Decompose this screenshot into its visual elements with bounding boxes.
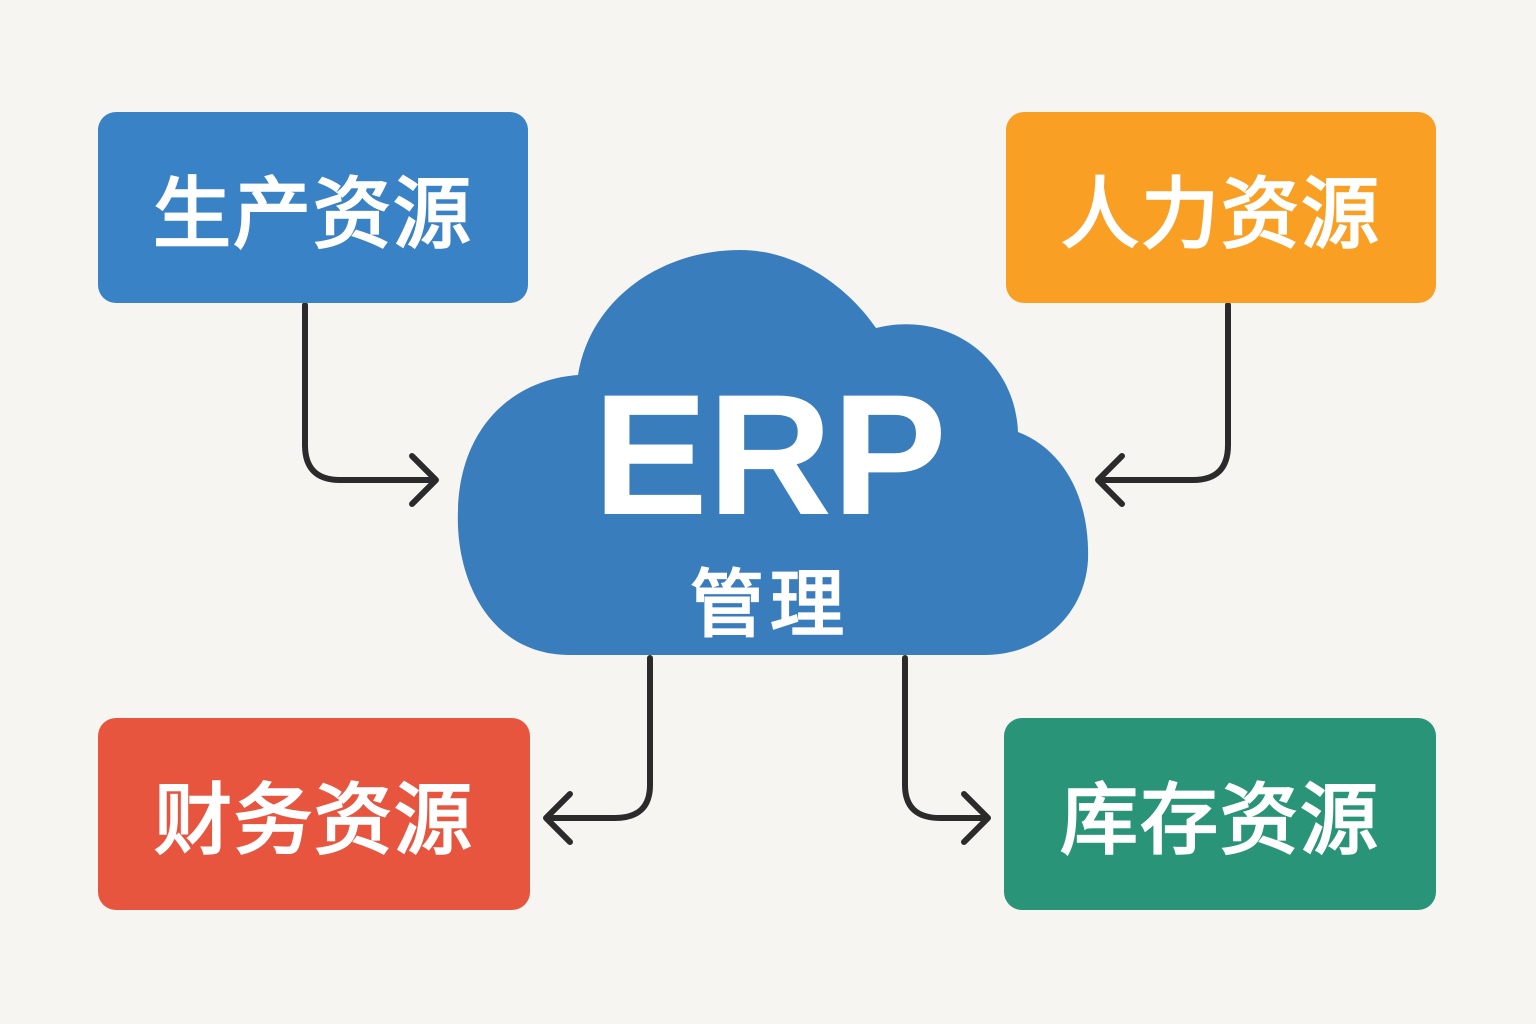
node-production-resources: 生产资源 bbox=[98, 112, 528, 303]
node-label: 生产资源 bbox=[152, 169, 473, 260]
node-label: 库存资源 bbox=[1059, 776, 1380, 866]
arrow-erp-to-finance bbox=[543, 655, 653, 845]
node-label: 财务资源 bbox=[153, 776, 474, 866]
arrow-hr-to-erp bbox=[1095, 302, 1231, 507]
erp-title: ERP bbox=[593, 359, 947, 551]
node-label: 人力资源 bbox=[1060, 169, 1381, 260]
node-human-resources: 人力资源 bbox=[1006, 112, 1436, 303]
erp-subtitle: 管理 bbox=[690, 562, 850, 648]
arrow-erp-to-inventory bbox=[902, 655, 991, 845]
erp-cloud bbox=[457, 250, 1089, 655]
node-inventory-resources: 库存资源 bbox=[1004, 718, 1436, 910]
node-finance-resources: 财务资源 bbox=[98, 718, 530, 910]
arrow-production-to-erp bbox=[302, 302, 439, 507]
